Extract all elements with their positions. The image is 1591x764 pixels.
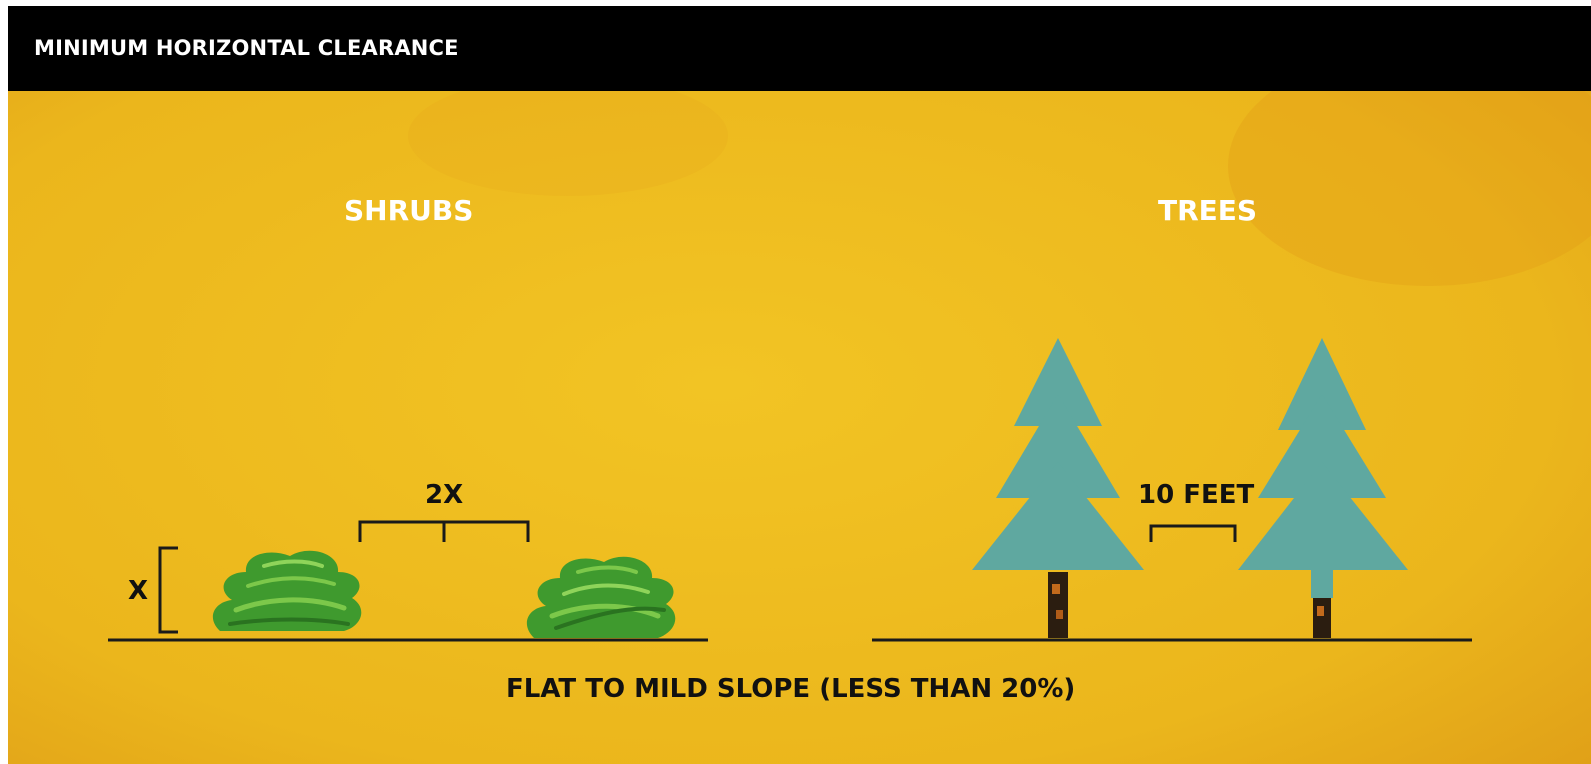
shrub-height-bracket — [158, 546, 178, 634]
tree-right — [1238, 338, 1408, 638]
background-stain — [1228, 46, 1591, 286]
tree-spacing-bracket — [1149, 524, 1237, 542]
header-bar: MINIMUM HORIZONTAL CLEARANCE — [8, 6, 1591, 91]
shrub-spacing-label: 2X — [425, 480, 464, 510]
diagram-panel: MINIMUM HORIZONTAL CLEARANCE SHRUBS TREE… — [8, 6, 1591, 764]
diagram-artwork — [8, 6, 1591, 764]
shrub-right — [526, 556, 676, 638]
tree-spacing-label: 10 FEET — [1138, 480, 1255, 510]
tree-left — [972, 338, 1144, 638]
trees-label: TREES — [1158, 194, 1258, 227]
shrub-height-label: X — [128, 576, 149, 606]
slope-caption: FLAT TO MILD SLOPE (LESS THAN 20%) — [506, 674, 1076, 704]
header-title: MINIMUM HORIZONTAL CLEARANCE — [34, 36, 459, 60]
shrub-spacing-bracket — [358, 520, 530, 542]
background-stain — [408, 76, 728, 196]
shrub-left — [212, 550, 362, 631]
shrubs-label: SHRUBS — [344, 194, 474, 227]
